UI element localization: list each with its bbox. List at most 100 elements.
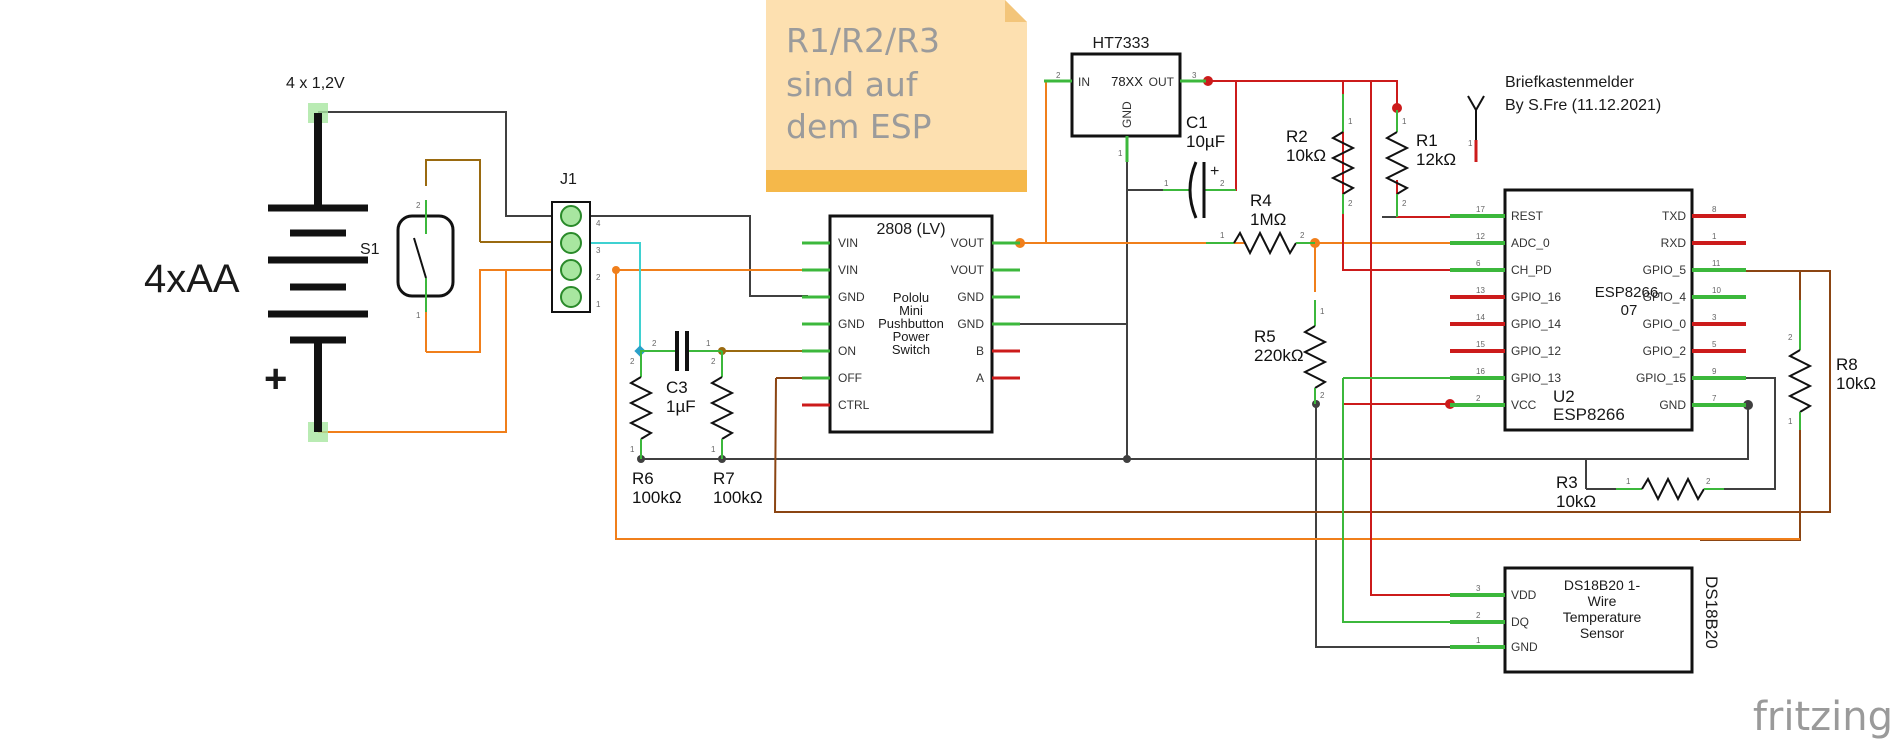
pololu-pin-gnd-1: GND (838, 290, 865, 304)
pololu-pin-b: B (976, 344, 984, 358)
r3-value: 10kΩ (1556, 492, 1596, 511)
capacitor-c1[interactable]: + 1 2 C1 10µF (1163, 113, 1236, 219)
esp-pin-gpio14: GPIO_14 (1511, 317, 1561, 331)
resistor-r6[interactable]: 2 1 R6 100kΩ (628, 351, 682, 507)
esp-num-11: 11 (1712, 259, 1721, 268)
pololu-pin-gnd-2: GND (838, 317, 865, 331)
svg-text:1: 1 (1220, 231, 1225, 240)
wire-gnd-pololu (552, 215, 808, 297)
sensor-title-1: DS18B20 1- (1564, 577, 1641, 593)
wires (318, 80, 1831, 648)
svg-text:2: 2 (652, 339, 657, 348)
r5-ref: R5 (1254, 327, 1276, 346)
resistor-r1[interactable]: 1 2 R1 12kΩ (1384, 110, 1456, 217)
sensor-side-label: DS18B20 (1702, 576, 1721, 649)
j1-pin-1: 1 (596, 300, 601, 309)
pololu-desc-2: Mini (899, 303, 923, 318)
j1-pin-4: 4 (596, 219, 601, 228)
svg-text:2: 2 (711, 357, 716, 366)
esp-pin-chpd: CH_PD (1511, 263, 1552, 277)
esp-num-8: 8 (1712, 205, 1717, 214)
esp-model-1: ESP8266- (1595, 284, 1663, 301)
pololu-pin-off: OFF (838, 371, 862, 385)
r2-ref: R2 (1286, 127, 1308, 146)
esp-pin-gpio13: GPIO_13 (1511, 371, 1561, 385)
capacitor-c3[interactable]: 2 1 C3 1µF (640, 331, 722, 416)
r6-value: 100kΩ (632, 488, 682, 507)
svg-text:2: 2 (1402, 199, 1407, 208)
esp-pin-vcc: VCC (1511, 398, 1537, 412)
esp-pin-gpio16: GPIO_16 (1511, 290, 1561, 304)
esp-num-14: 14 (1476, 313, 1485, 322)
pololu-power-switch[interactable]: 2808 (LV) Pololu Mini Pushbutton Power S… (802, 214, 1020, 434)
ds18b20-sensor[interactable]: VDD DQ GND 3 2 1 DS18B20 1- Wire Tempera… (1450, 566, 1721, 674)
esp-num-12: 12 (1476, 232, 1485, 241)
pololu-pin-vin-2: VIN (838, 263, 858, 277)
regulator-pin-gnd: GND (1120, 101, 1134, 128)
c1-ref: C1 (1186, 113, 1208, 132)
esp-num-3: 3 (1712, 313, 1717, 322)
wire-battery-minus (318, 111, 552, 217)
esp-num-5: 5 (1712, 340, 1717, 349)
esp-pin-gpio0: GPIO_0 (1643, 317, 1687, 331)
note-line-1: R1/R2/R3 (786, 21, 940, 60)
svg-text:2: 2 (1220, 179, 1225, 188)
wire-off-gpio5 (773, 270, 1831, 513)
wire-vin-r8 (615, 270, 1800, 540)
svg-text:2: 2 (1348, 199, 1353, 208)
pololu-pin-gnd-3: GND (957, 290, 984, 304)
svg-text:1: 1 (1348, 117, 1353, 126)
resistor-r5[interactable]: 1 2 R5 220kΩ (1254, 300, 1328, 404)
r7-value: 100kΩ (713, 488, 763, 507)
wire-sensor-gnd (1315, 404, 1450, 648)
regulator-ht7333[interactable]: 2 3 1 HT7333 78XX IN OUT GND (1044, 35, 1206, 162)
sensor-title-3: Temperature (1563, 609, 1642, 625)
svg-text:1: 1 (706, 339, 711, 348)
esp-pin-txd: TXD (1662, 209, 1686, 223)
pololu-title: 2808 (LV) (876, 221, 945, 238)
esp-pin-gpio5: GPIO_5 (1643, 263, 1687, 277)
r2-value: 10kΩ (1286, 146, 1326, 165)
esp-name: ESP8266 (1553, 405, 1625, 424)
switch-ref: S1 (360, 241, 380, 258)
esp-num-15: 15 (1476, 340, 1485, 349)
j1-ref: J1 (560, 171, 577, 188)
r5-value: 220kΩ (1254, 346, 1304, 365)
pololu-pin-vout-2: VOUT (951, 263, 985, 277)
resistor-r2[interactable]: 1 2 R2 10kΩ (1286, 104, 1356, 214)
esp-num-1: 1 (1712, 232, 1717, 241)
resistor-r4[interactable]: 1 2 R4 1MΩ (1206, 191, 1315, 256)
fritzing-logo: fritzing (1753, 694, 1893, 740)
sticky-note[interactable]: R1/R2/R3 sind auf dem ESP (766, 0, 1027, 192)
svg-text:2: 2 (1788, 333, 1793, 342)
resistor-r7[interactable]: 2 1 R7 100kΩ (709, 351, 763, 507)
pololu-pin-vout-1: VOUT (951, 236, 985, 250)
pololu-desc-4: Power (893, 329, 931, 344)
esp8266-module[interactable]: REST ADC_0 CH_PD GPIO_16 GPIO_14 GPIO_12… (1450, 188, 1746, 432)
battery-voltage-label: 4 x 1,2V (286, 75, 345, 92)
r1-value: 12kΩ (1416, 150, 1456, 169)
resistor-r8[interactable]: 2 1 R8 10kΩ (1787, 300, 1876, 430)
wire-on-cyan (586, 242, 641, 351)
battery[interactable]: 4 x 1,2V 4xAA + (144, 75, 368, 442)
connector-j1[interactable]: 4 3 2 1 J1 (551, 171, 601, 313)
esp-num-2: 2 (1476, 394, 1481, 403)
esp-num-13: 13 (1476, 286, 1485, 295)
svg-text:1: 1 (630, 445, 635, 454)
svg-text:1: 1 (711, 445, 716, 454)
pololu-pin-a: A (976, 371, 984, 385)
svg-text:2: 2 (1056, 71, 1061, 80)
svg-text:2: 2 (1300, 231, 1305, 240)
esp-num-17: 17 (1476, 205, 1485, 214)
svg-text:1: 1 (1320, 307, 1325, 316)
wire-sensor-vdd (1370, 81, 1450, 596)
wire-vout-regulator (1020, 80, 1068, 244)
svg-text:1: 1 (1164, 179, 1169, 188)
regulator-pin-in: IN (1078, 75, 1090, 89)
note-line-2: sind auf (786, 65, 919, 104)
switch-s1[interactable]: 2 1 S1 (360, 200, 455, 352)
resistor-r3[interactable]: 1 2 R3 10kΩ (1556, 473, 1724, 511)
pololu-pin-vin-1: VIN (838, 236, 858, 250)
j1-pin-2: 2 (596, 273, 601, 282)
svg-text:1: 1 (1626, 477, 1631, 486)
